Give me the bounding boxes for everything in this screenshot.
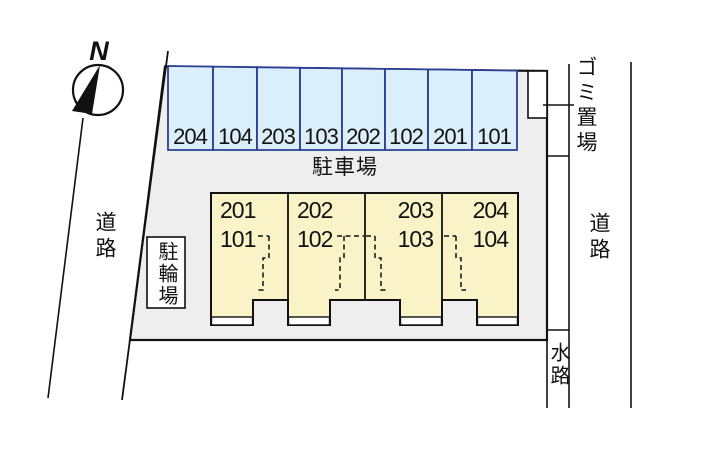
stair-paths [258,235,466,291]
unit-number-upper: 203 [397,197,434,223]
stall-number: 101 [477,124,512,149]
stall-number: 102 [389,124,424,149]
stall-number: 201 [433,124,468,149]
bicycle-parking-box [146,236,186,309]
unit-number-upper: 204 [472,197,509,223]
stall-number: 202 [346,124,381,149]
road-left-outer-edge [47,117,84,399]
unit-number-lower: 103 [397,226,434,252]
stair-path [455,236,466,291]
stall-number: 104 [218,124,253,149]
unit-number-upper: 202 [297,197,333,223]
parking-stalls [167,65,518,151]
site-west-boundary-line [121,50,169,401]
stair-path [374,236,386,291]
stair-path [258,236,270,291]
compass-needle-icon [72,65,100,114]
stair-path [335,236,345,291]
north-label: N [89,36,109,66]
parking-stall [471,69,518,151]
unit-number-lower: 101 [220,226,256,252]
unit-number-lower: 104 [472,226,509,252]
stall-number: 204 [173,124,208,149]
porch-strip [399,316,443,326]
garbage-area-label: ゴミ置場 [574,56,597,156]
compass [71,63,125,117]
unit-number-upper: 201 [220,197,256,223]
stall-number: 103 [304,124,339,149]
stall-number: 203 [261,124,296,149]
garbage-area-box [527,70,548,119]
waterway-label: 水路 [547,342,569,388]
porch-strips [210,316,519,326]
porch-strip [476,316,519,326]
porch-strip [287,316,331,326]
road-left-label: 道路 [93,211,116,263]
road-right-label: 道路 [587,212,610,264]
unit-number-lower: 102 [297,226,333,252]
bicycle-parking-label: 駐輪場 [155,241,177,307]
parking-lot-label: 駐車場 [312,156,378,179]
porch-strip [210,316,254,326]
